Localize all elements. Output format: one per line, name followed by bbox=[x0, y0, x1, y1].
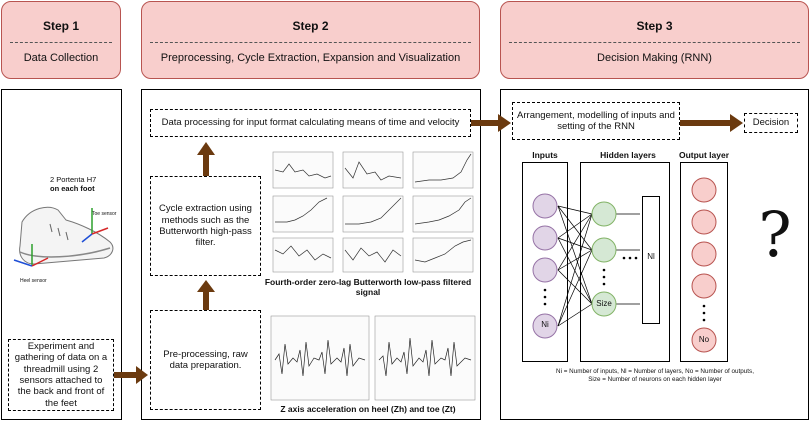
decision-box: Decision bbox=[744, 113, 798, 133]
output-node-label: No bbox=[698, 335, 710, 344]
data-processing-box: Data processing for input format calcula… bbox=[150, 109, 471, 137]
output-node bbox=[691, 209, 717, 235]
network-diagram bbox=[532, 177, 717, 353]
arrow-step1-to-step2 bbox=[114, 366, 148, 384]
ellipsis-dots bbox=[543, 256, 706, 322]
arrow-to-decision bbox=[680, 114, 743, 132]
inputs-label: Inputs bbox=[532, 150, 558, 160]
step1-header: Step 1 Data Collection bbox=[1, 1, 121, 79]
step2-divider bbox=[150, 42, 471, 43]
heel-axis-x bbox=[13, 259, 33, 267]
step3-header: Step 3 Decision Making (RNN) bbox=[500, 1, 809, 79]
arrow-step2-to-step3 bbox=[471, 114, 511, 132]
legend-line1: Ni = Number of inputs, Nl = Number of la… bbox=[556, 368, 754, 375]
arrow-cycle-to-processing bbox=[197, 142, 215, 176]
toe-sensor-label: Toe sensor bbox=[92, 211, 117, 217]
filtered-signal-figure bbox=[269, 150, 477, 274]
hidden-layers-frame bbox=[580, 162, 670, 362]
hidden-node bbox=[591, 291, 617, 317]
step3-title: Step 3 bbox=[636, 19, 673, 33]
input-node-label: Ni bbox=[541, 320, 549, 329]
shoe-sensor-illustration bbox=[13, 206, 114, 267]
output-node bbox=[691, 273, 717, 299]
step2-header: Step 2 Preprocessing, Cycle Extraction, … bbox=[141, 1, 480, 79]
cycle-extraction-text: Cycle extraction using methods such as t… bbox=[159, 203, 252, 249]
arrangement-text: Arrangement, modelling of inputs and set… bbox=[517, 109, 675, 132]
toe-axis-y bbox=[91, 227, 109, 235]
hidden-node bbox=[591, 201, 617, 227]
input-node bbox=[532, 257, 558, 283]
experiment-box: Experiment and gathering of data on a th… bbox=[8, 339, 114, 411]
hidden-node bbox=[591, 237, 617, 263]
layer-count-label: Nl bbox=[647, 252, 655, 261]
filtered-signal-plots bbox=[272, 151, 474, 273]
step2-title: Step 2 bbox=[292, 19, 329, 33]
experiment-text: Experiment and gathering of data on a th… bbox=[14, 340, 108, 409]
output-layer-frame bbox=[680, 162, 728, 362]
shoe-outline bbox=[19, 206, 114, 265]
cycle-extraction-box: Cycle extraction using methods such as t… bbox=[150, 176, 261, 276]
shoe-sole bbox=[19, 247, 111, 258]
step1-subtitle: Data Collection bbox=[23, 52, 99, 64]
step3-subtitle: Decision Making (RNN) bbox=[597, 52, 712, 64]
hidden-layers-label: Hidden layers bbox=[600, 150, 656, 160]
hidden-node-label: Size bbox=[596, 299, 612, 308]
output-layer-label: Output layer bbox=[678, 150, 730, 160]
input-nodes bbox=[532, 193, 558, 339]
heel-axis-y bbox=[31, 257, 49, 267]
acceleration-plots bbox=[270, 315, 476, 401]
output-node bbox=[691, 177, 717, 203]
arrow-preprocess-to-cycle bbox=[197, 280, 215, 310]
legend-line2: Size = Number of neurons on each hidden … bbox=[588, 375, 722, 383]
device-line1: 2 Portenta H7 bbox=[50, 175, 97, 184]
network-connections bbox=[557, 205, 640, 327]
preprocessing-text: Pre-processing, raw data preparation. bbox=[163, 348, 248, 371]
preprocessing-box: Pre-processing, raw data preparation. bbox=[150, 310, 261, 410]
step2-subtitle: Preprocessing, Cycle Extraction, Expansi… bbox=[160, 52, 461, 64]
step1-divider bbox=[10, 42, 112, 43]
input-node bbox=[532, 225, 558, 251]
arrangement-box: Arrangement, modelling of inputs and set… bbox=[512, 102, 680, 140]
step1-title: Step 1 bbox=[42, 19, 79, 33]
hidden-nodes bbox=[591, 201, 617, 317]
step3-divider bbox=[509, 42, 800, 43]
output-nodes bbox=[691, 177, 717, 353]
layer-count-box bbox=[642, 196, 660, 324]
data-processing-text: Data processing for input format calcula… bbox=[161, 117, 460, 129]
acceleration-caption: Z axis acceleration on heel (Zh) and toe… bbox=[280, 404, 456, 414]
device-label: 2 Portenta H7 on each foot bbox=[50, 175, 110, 193]
filtered-signal-caption: Fourth-order zero-lag Butterworth low-pa… bbox=[264, 277, 472, 297]
input-node bbox=[532, 193, 558, 219]
device-line2: on each foot bbox=[50, 183, 95, 193]
output-node bbox=[691, 327, 717, 353]
input-node bbox=[532, 313, 558, 339]
toe-axis-x bbox=[81, 233, 93, 243]
heel-sensor-label: Heel sensor bbox=[20, 278, 47, 284]
network-legend: Ni = Number of inputs, Nl = Number of la… bbox=[510, 368, 800, 384]
output-node bbox=[691, 241, 717, 267]
unknown-decision-mark: ? bbox=[758, 198, 792, 271]
decision-text: Decision bbox=[752, 117, 790, 129]
acceleration-figure bbox=[269, 314, 477, 402]
inputs-frame bbox=[522, 162, 568, 362]
